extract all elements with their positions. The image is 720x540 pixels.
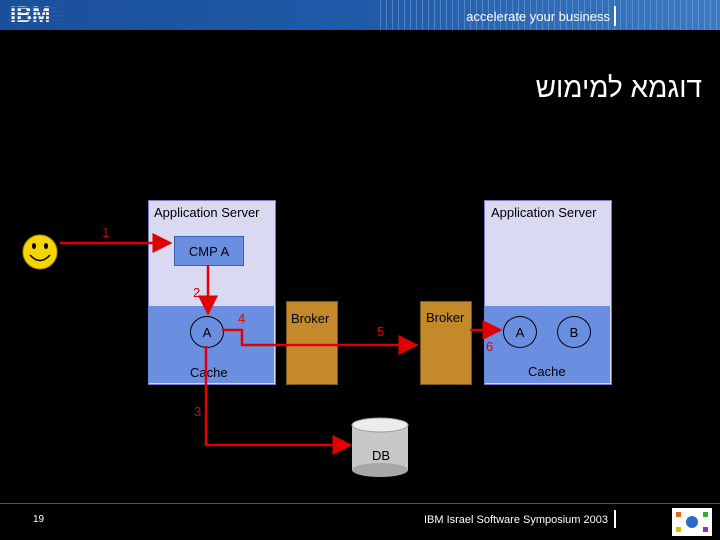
tagline-divider — [614, 6, 616, 26]
ibm-logo: IBM — [8, 3, 64, 25]
right-cache-label: Cache — [528, 364, 566, 379]
right-cache-node-b-label: B — [569, 324, 579, 340]
left-cache-label: Cache — [190, 365, 228, 380]
right-cache-node-b: B — [557, 316, 591, 348]
right-broker-label: Broker — [426, 310, 465, 325]
arrow-4-5 — [222, 328, 419, 355]
cmp-a-label: CMP A — [188, 243, 230, 259]
right-cache-node-a-label: A — [515, 324, 525, 340]
step-2-label: 2 — [193, 285, 201, 300]
footer-divider-bar — [614, 510, 616, 528]
step-3-label: 3 — [194, 404, 202, 419]
footer-divider — [0, 503, 720, 504]
header-stripes — [380, 0, 720, 30]
left-broker-label: Broker — [291, 311, 330, 326]
corner-ornament-icon — [672, 508, 712, 536]
left-cache-node-a: A — [190, 316, 224, 348]
right-cache — [484, 306, 610, 383]
user-smiley-icon — [22, 234, 58, 270]
left-server-label: Application Server — [154, 205, 260, 220]
right-broker — [420, 301, 472, 385]
step-6-label: 6 — [486, 339, 494, 354]
arrow-3 — [204, 346, 353, 455]
left-broker — [286, 301, 338, 385]
header-bar — [0, 0, 720, 30]
db-label: DB — [372, 448, 391, 463]
tagline: accelerate your business — [466, 9, 610, 24]
step-4-label: 4 — [238, 311, 246, 326]
database-icon — [351, 417, 409, 477]
footer-event: IBM Israel Software Symposium 2003 — [423, 514, 608, 526]
step-1-label: 1 — [102, 225, 110, 240]
step-5-label: 5 — [377, 324, 385, 339]
right-cache-node-a: A — [503, 316, 537, 348]
page-number: 19 — [33, 514, 45, 525]
right-server-label: Application Server — [491, 205, 597, 220]
cmp-a-box: CMP A — [174, 236, 244, 266]
slide-title: דוגמא למימוש — [535, 72, 702, 103]
left-cache-node-a-label: A — [202, 324, 212, 340]
